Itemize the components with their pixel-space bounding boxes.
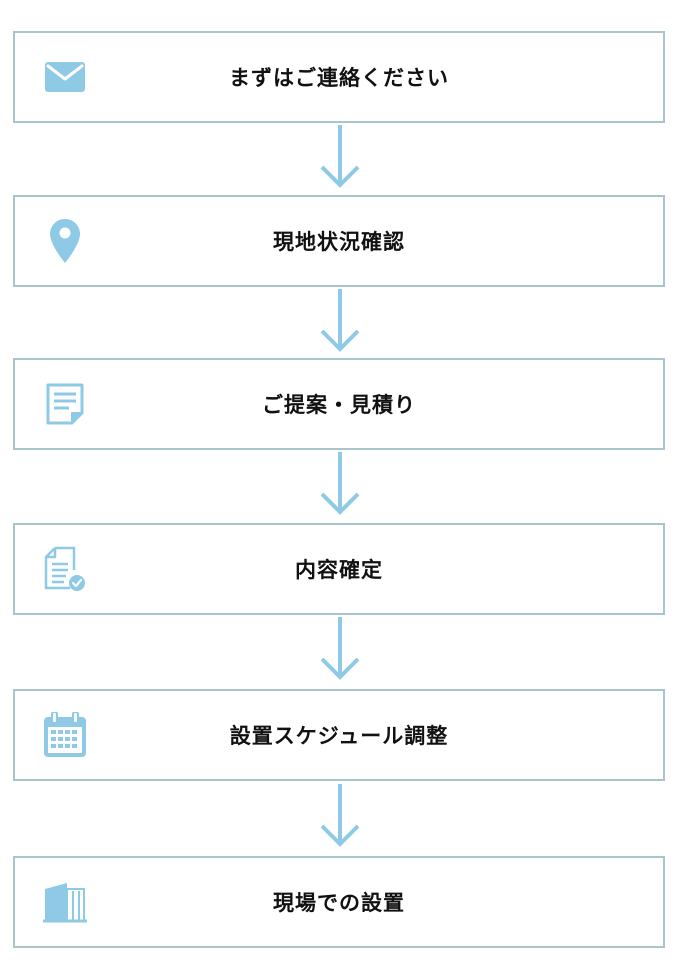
step-proposal: ご提案・見積り — [13, 358, 665, 450]
arrow-down-icon — [320, 125, 360, 188]
step-installation: 現場での設置 — [13, 856, 665, 948]
step-site-survey: 現地状況確認 — [13, 195, 665, 287]
step-confirmation: 内容確定 — [13, 523, 665, 615]
step-label: 内容確定 — [295, 558, 383, 582]
step-schedule: 設置スケジュール調整 — [13, 689, 665, 781]
step-label: ご提案・見積り — [262, 393, 416, 417]
building-icon — [43, 880, 87, 924]
step-label: 現地状況確認 — [273, 230, 405, 254]
arrow-down-icon — [320, 784, 360, 847]
step-label: 現場での設置 — [273, 891, 405, 915]
step-label: まずはご連絡ください — [229, 66, 449, 90]
step-label: 設置スケジュール調整 — [229, 724, 449, 748]
arrow-down-icon — [320, 617, 360, 680]
mail-icon — [43, 55, 87, 99]
calendar-icon — [43, 712, 87, 757]
document-icon — [43, 382, 87, 426]
arrow-down-icon — [320, 289, 360, 352]
document-check-icon — [43, 546, 87, 591]
step-contact: まずはご連絡ください — [13, 31, 665, 123]
arrow-down-icon — [320, 452, 360, 515]
map-pin-icon — [43, 219, 87, 263]
